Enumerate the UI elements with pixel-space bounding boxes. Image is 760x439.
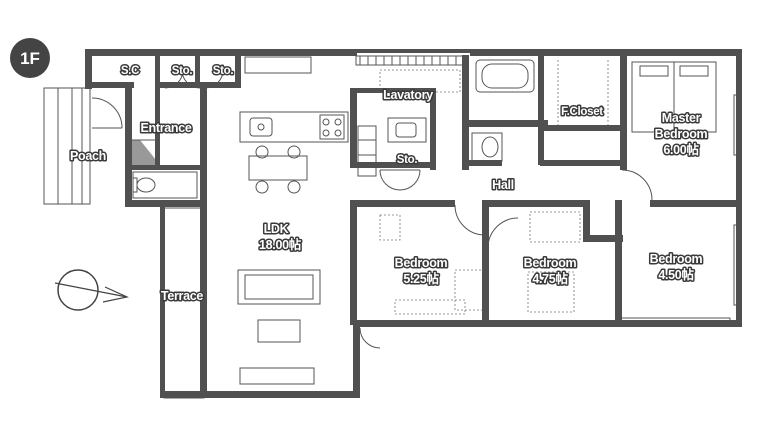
- room-label-bedroom-2-size: 4.75帖: [532, 271, 568, 286]
- walls: [85, 49, 742, 398]
- room-label-sto-2: Sto.: [213, 65, 234, 77]
- room-label-bedroom-3-size: 4.50帖: [658, 267, 694, 282]
- floor-badge: 1F: [10, 38, 50, 78]
- room-label-entrance: Entrance: [140, 121, 191, 135]
- room-label-ldk-size: 18.00帖: [259, 237, 302, 252]
- room-label-sto-3: Sto.: [397, 154, 418, 166]
- room-label-poach: Poach: [70, 149, 106, 163]
- compass-icon: [54, 269, 129, 311]
- fixtures: [43, 55, 741, 399]
- room-label-bedroom-3: Bedroom: [650, 252, 703, 266]
- room-label-hall: Hall: [492, 178, 514, 192]
- floor-badge-text: 1F: [20, 49, 40, 68]
- room-label-lavatory: Lavatory: [383, 88, 433, 102]
- room-label-sc: S.C: [121, 65, 139, 77]
- room-label-master-line2: Bedroom: [655, 127, 708, 141]
- room-label-bedroom-1-size: 5.25帖: [403, 271, 439, 286]
- room-label-sto-1: Sto.: [172, 65, 193, 77]
- room-labels: S.C Sto. Sto. Lavatory F.Closet Master B…: [68, 64, 709, 305]
- room-label-f-closet: F.Closet: [561, 106, 603, 118]
- room-label-bedroom-1: Bedroom: [395, 256, 448, 270]
- room-label-ldk: LDK: [264, 222, 289, 236]
- room-label-bedroom-2: Bedroom: [524, 256, 577, 270]
- room-label-master-line1: Master: [662, 111, 701, 125]
- room-label-terrace: Terrace: [161, 289, 203, 303]
- room-label-master-size: 6.00帖: [663, 142, 699, 157]
